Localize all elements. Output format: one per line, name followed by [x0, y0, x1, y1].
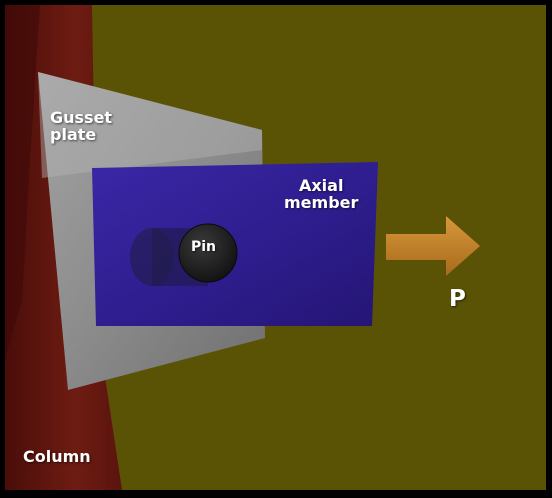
pin: [178, 223, 238, 283]
axial-member-label-line1: Axial: [298, 176, 344, 195]
load-arrow: [386, 216, 480, 276]
axial-member-label: Axial member: [284, 176, 359, 212]
pin-label: Pin: [191, 239, 217, 255]
axial-member-label-line2: member: [284, 192, 359, 212]
column-shadow: [5, 5, 40, 360]
gusset-plate-label-line1: Gusset: [50, 108, 113, 127]
load-label: P: [449, 286, 466, 312]
pin-shadow-end: [130, 228, 174, 286]
gusset-plate-highlight: [38, 72, 262, 178]
gusset-plate-label: Gusset plate: [50, 108, 113, 144]
gusset-plate-label-line2: plate: [50, 124, 97, 144]
column-label: Column: [23, 447, 91, 466]
